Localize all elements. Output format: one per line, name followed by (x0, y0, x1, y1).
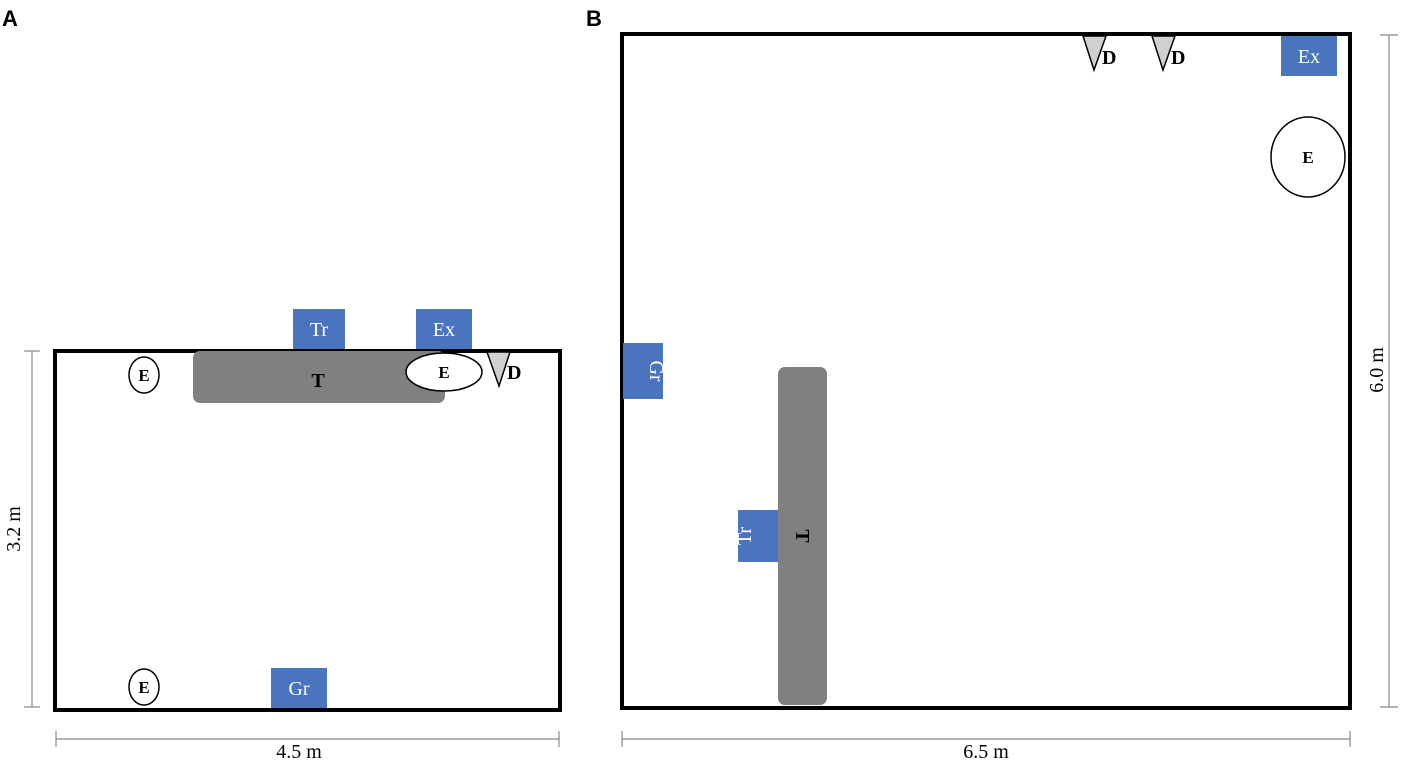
panel-b-table (778, 367, 827, 705)
panel-a-gr-box (271, 668, 327, 708)
panel-a-electrode-bottom-left-label: E (138, 678, 149, 697)
panel-b-width-label: 6.5 m (963, 741, 1009, 761)
panel-a-table-label: T (311, 370, 325, 392)
panel-b-height-label: 6.0 m (1366, 347, 1388, 393)
panel-b-width-dimension (621, 731, 1351, 747)
panel-b-door-label-right: D (1171, 47, 1185, 69)
panel-a-door-icon (485, 351, 512, 389)
panel-a-height-label: 3.2 m (3, 506, 25, 552)
panel-b-ex-label: Ex (1298, 46, 1320, 68)
panel-a-electrode-top-right (405, 352, 483, 392)
panel-a-width-label: 4.5 m (276, 741, 322, 761)
panel-b: B D D Ex E Gr T Tr 6.0 m (586, 6, 1398, 761)
panel-b-height-dimension (1380, 34, 1398, 708)
panel-a-tr-box (293, 309, 345, 349)
panel-a-table (193, 351, 445, 403)
panel-a-tr-label: Tr (310, 319, 329, 341)
panel-a-electrode-top-right-label: E (438, 363, 449, 382)
panel-b-label: B (586, 6, 602, 31)
panel-b-gr-label: Gr (645, 360, 667, 381)
panel-a-width-dimension (55, 731, 560, 747)
panel-b-tr-label: Tr (734, 527, 756, 546)
panel-b-door-label-left: D (1102, 47, 1116, 69)
panel-a-electrode-bottom-left (128, 668, 160, 706)
panel-a: A T Tr Ex Gr E E E D 3.2 m (2, 6, 562, 761)
panel-b-electrode (1270, 116, 1346, 198)
panel-a-ex-label: Ex (433, 319, 455, 341)
panel-b-door-icon-right (1150, 35, 1177, 73)
panel-a-gr-label: Gr (288, 678, 309, 700)
panel-a-electrode-top-left (128, 356, 160, 394)
panel-a-height-dimension (24, 350, 40, 708)
panel-a-ex-box (416, 309, 472, 349)
panel-b-tr-box (738, 510, 778, 562)
panel-a-electrode-top-left-label: E (138, 366, 149, 385)
panel-b-room-outline (620, 32, 1352, 710)
panel-b-door-icon-left (1081, 35, 1108, 73)
panel-a-label: A (2, 6, 18, 31)
panel-a-room-outline (53, 349, 562, 712)
panel-b-ex-box (1281, 36, 1337, 76)
panel-a-door-label: D (507, 362, 521, 384)
panel-b-gr-box (623, 343, 663, 399)
panel-b-electrode-label: E (1302, 148, 1313, 167)
panel-b-table-label: T (791, 529, 813, 543)
